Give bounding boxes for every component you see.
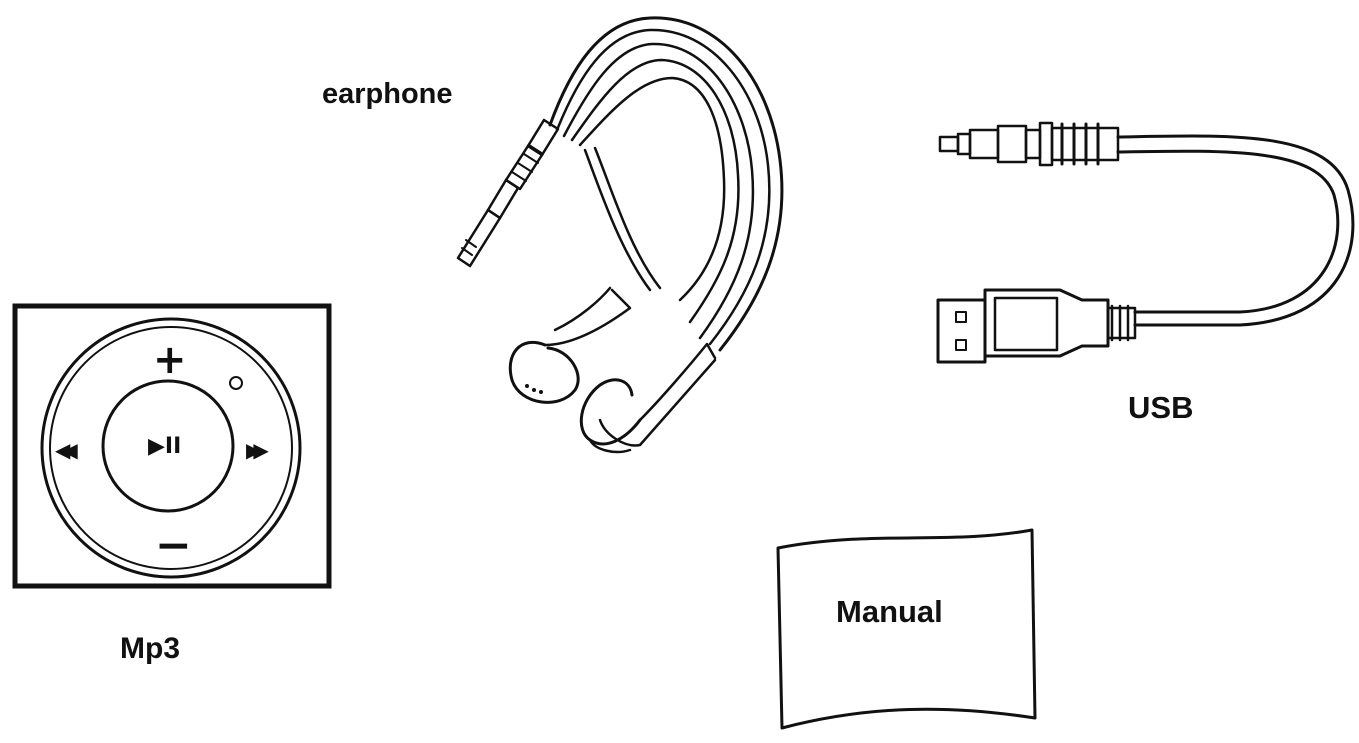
mp3-player-icon (12, 303, 332, 589)
previous-track-button[interactable]: ◀◀ (55, 438, 78, 462)
manual-label: Manual (836, 594, 943, 629)
earphone-label: earphone (322, 78, 453, 110)
usb-label: USB (1128, 390, 1194, 425)
usb-cable-icon (936, 121, 1355, 364)
earphone-icon (456, 16, 784, 454)
mp3-label: Mp3 (120, 632, 180, 665)
play-pause-button[interactable]: ▶II (148, 434, 182, 459)
volume-down-button[interactable]: − (155, 520, 192, 571)
volume-up-button[interactable]: + (153, 337, 187, 383)
manual-booklet-icon (776, 528, 1037, 730)
next-track-button[interactable]: ▶▶ (246, 438, 269, 462)
